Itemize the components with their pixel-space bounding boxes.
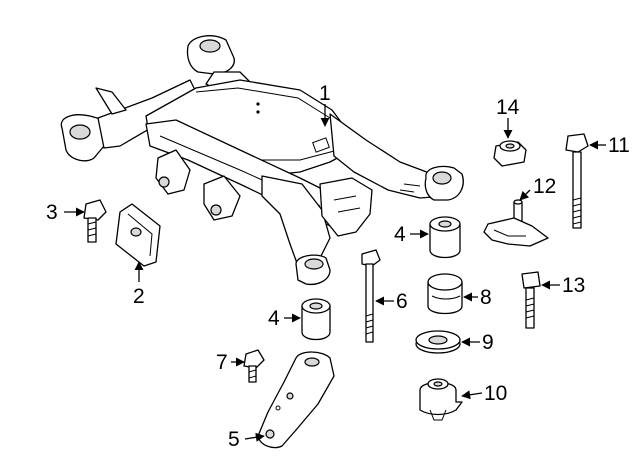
callout-4-upper: 4: [394, 223, 406, 246]
callout-11: 11: [608, 134, 630, 157]
callout-8: 8: [480, 286, 492, 309]
callout-1: 1: [319, 82, 331, 105]
callout-5: 5: [228, 428, 240, 451]
callout-2: 2: [133, 285, 145, 308]
bracket-part-12: [483, 199, 549, 247]
bolt-part-3: [83, 199, 107, 243]
callout-10: 10: [484, 382, 507, 405]
bushing-part-4-lower: [301, 298, 331, 341]
callout-13: 13: [562, 274, 585, 297]
bolt-part-13: [521, 271, 541, 329]
callout-leaders: [64, 104, 606, 442]
callout-4-lower: 4: [268, 307, 280, 330]
callout-3: 3: [46, 201, 58, 224]
subframe-part: [60, 35, 464, 286]
long-bolt-part-11: [565, 133, 589, 229]
long-bolt-part-6: [361, 249, 381, 343]
nut-part-14: [493, 140, 527, 167]
callout-7: 7: [216, 351, 228, 374]
link-plate-part: [257, 351, 335, 449]
rubber-mount-part-8: [427, 273, 463, 315]
stop-cap-part-10: [419, 378, 463, 421]
callout-9: 9: [482, 331, 494, 354]
washer-part-9: [415, 330, 461, 354]
callout-6: 6: [396, 290, 408, 313]
bracket-plate-part: [115, 203, 161, 267]
bolt-part-7: [243, 349, 265, 383]
callout-12: 12: [533, 175, 556, 198]
callout-14: 14: [496, 96, 520, 119]
bushing-part-4-upper: [429, 216, 461, 259]
callout-labels: 1 2 3 4 4 5 6 7 8 9 10 11 12 13 14: [46, 82, 630, 451]
